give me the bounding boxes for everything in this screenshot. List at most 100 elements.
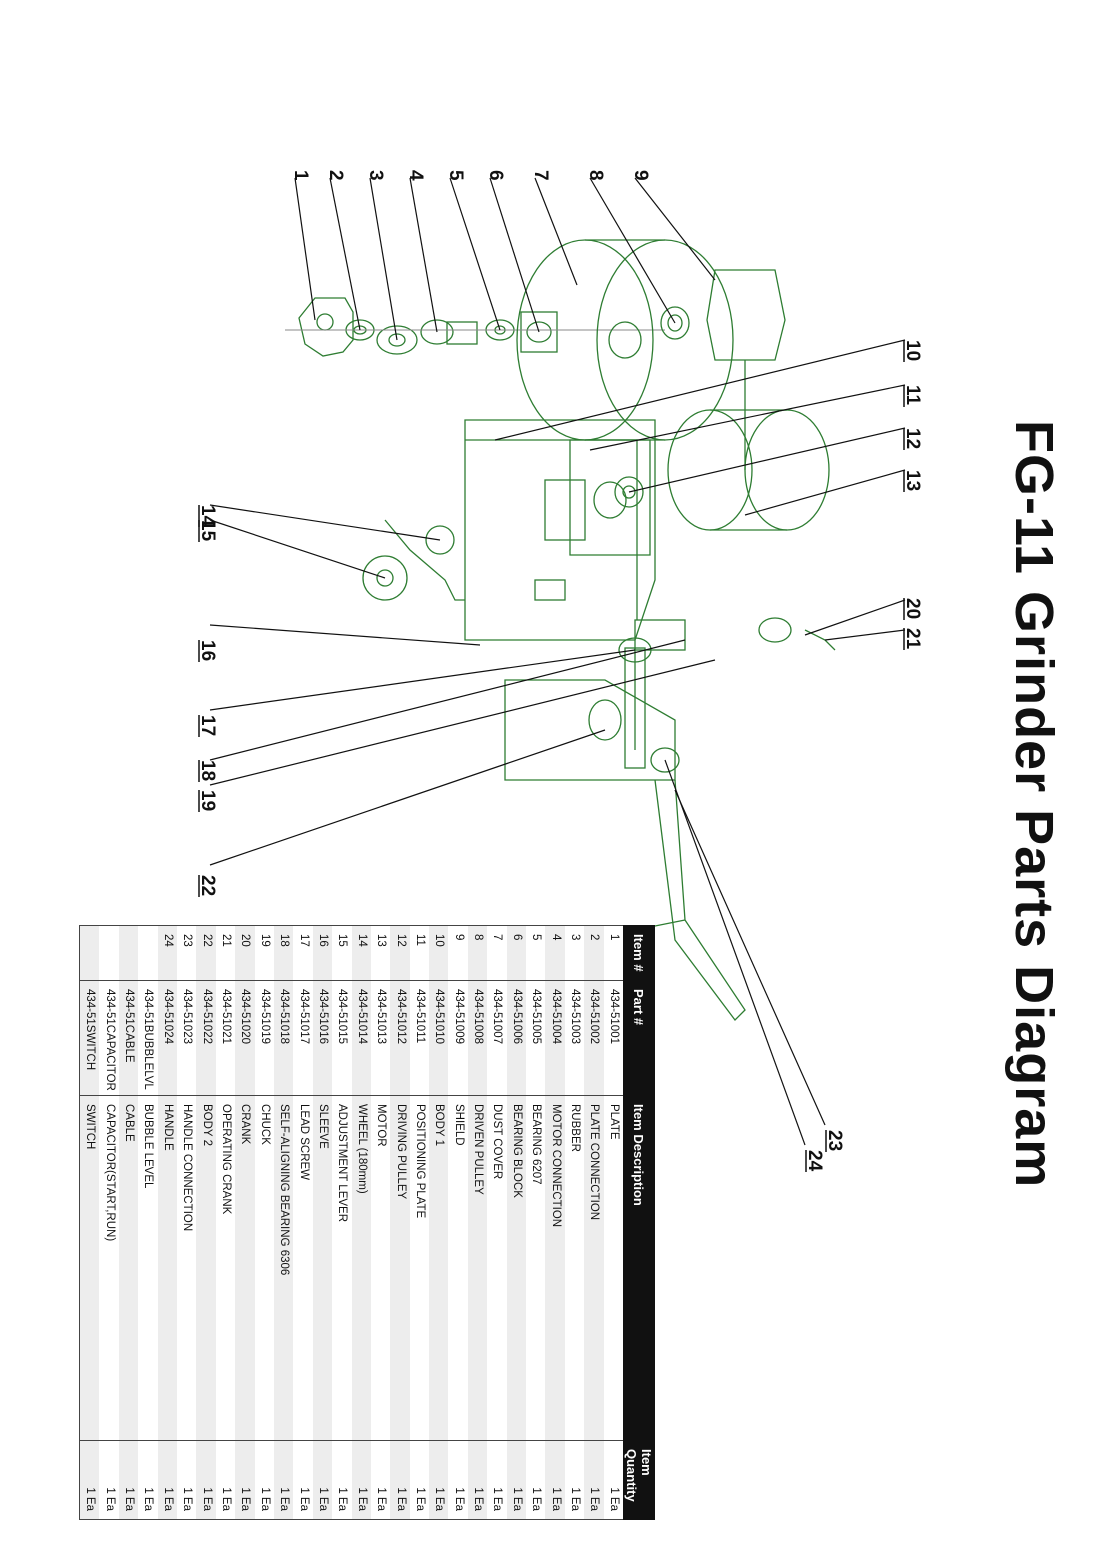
cell-item-number: [118, 925, 139, 981]
cell-part-number: 434-51021: [215, 980, 236, 1096]
cell-part-number: 434-51BUBBLELVL: [138, 980, 158, 1096]
cell-item-number: 12: [390, 925, 410, 981]
cell-item-description: BODY 1: [429, 1095, 449, 1441]
cell-part-number: 434-51001: [603, 980, 624, 1096]
cell-item-quantity: 1 Ea: [448, 1440, 468, 1520]
part-drawings: [285, 239, 836, 1021]
callout-2: 2: [325, 170, 346, 181]
cell-item-description: HANDLE: [157, 1095, 178, 1441]
cell-item-quantity: 1 Ea: [99, 1440, 119, 1520]
cell-part-number: 434-51002: [584, 980, 604, 1096]
cell-item-description: CABLE: [118, 1095, 139, 1441]
cell-item-description: HANDLE CONNECTION: [177, 1095, 197, 1441]
cell-part-number: 434-51008: [467, 980, 488, 1096]
cell-item-description: MOTOR: [370, 1095, 391, 1441]
cell-item-number: 5: [526, 925, 546, 981]
cell-item-quantity: 1 Ea: [235, 1440, 255, 1520]
cell-item-description: ADJUSTMENT LEVER: [332, 1095, 352, 1441]
callout-15: 15: [197, 520, 218, 542]
callout-6: 6: [485, 170, 506, 181]
cell-item-quantity: 1 Ea: [390, 1440, 410, 1520]
cell-item-quantity: 1 Ea: [487, 1440, 507, 1520]
cell-item-number: 22: [196, 925, 216, 981]
cell-item-quantity: 1 Ea: [138, 1440, 158, 1520]
cell-item-quantity: 1 Ea: [79, 1440, 100, 1520]
cell-item-number: [79, 925, 100, 981]
cell-item-description: PLATE CONNECTION: [584, 1095, 604, 1441]
cell-item-description: DRIVING PULLEY: [390, 1095, 410, 1441]
part-handle-connection-drawing: [650, 747, 680, 773]
part-driving-pulley-drawing: [614, 476, 644, 508]
cell-part-number: 434-51009: [448, 980, 468, 1096]
cell-item-quantity: 1 Ea: [157, 1440, 178, 1520]
cell-item-quantity: 1 Ea: [545, 1440, 565, 1520]
cell-item-number: [99, 925, 119, 981]
cell-item-description: SELF-ALIGNING BEARING 6306: [273, 1095, 294, 1441]
callout-13: 13: [902, 470, 923, 491]
part-dust-cover-drawing: [516, 239, 734, 441]
cell-item-description: POSITIONING PLATE: [409, 1095, 430, 1441]
leader-lines: [209, 177, 906, 1146]
cell-item-quantity: 1 Ea: [254, 1440, 274, 1520]
part-motor-drawing: [667, 409, 830, 531]
cell-item-quantity: 1 Ea: [215, 1440, 236, 1520]
cell-item-description: RUBBER: [564, 1095, 585, 1441]
cell-item-description: DRIVEN PULLEY: [467, 1095, 488, 1441]
cell-item-quantity: 1 Ea: [603, 1440, 624, 1520]
cell-part-number: 434-51CABLE: [118, 980, 139, 1096]
cell-item-quantity: 1 Ea: [177, 1440, 197, 1520]
callout-22: 22: [197, 875, 218, 896]
table-header-row: Item # Part # Item Description Item Quan…: [623, 925, 655, 1520]
callout-5: 5: [445, 170, 466, 181]
cell-item-number: 4: [545, 925, 565, 981]
callout-14: 14: [197, 505, 218, 527]
callout-16: 16: [197, 640, 218, 661]
callout-21: 21: [902, 628, 923, 650]
cell-item-description: BUBBLE LEVEL: [138, 1095, 158, 1441]
cell-item-quantity: 1 Ea: [409, 1440, 430, 1520]
cell-item-number: 3: [564, 925, 585, 981]
cell-part-number: 434-51015: [332, 980, 352, 1096]
cell-part-number: 434-51012: [390, 980, 410, 1096]
cell-item-quantity: 1 Ea: [584, 1440, 604, 1520]
callout-4: 4: [405, 170, 426, 181]
cell-item-description: LEAD SCREW: [293, 1095, 313, 1441]
cell-item-description: OPERATING CRANK: [215, 1095, 236, 1441]
cell-item-number: 17: [293, 925, 313, 981]
cell-item-description: SHIELD: [448, 1095, 468, 1441]
cell-item-description: MOTOR CONNECTION: [545, 1095, 565, 1441]
cell-item-number: 15: [332, 925, 352, 981]
header-item-description: Item Description: [623, 1095, 655, 1441]
part-motor-connection-drawing: [420, 319, 478, 345]
cell-item-number: 21: [215, 925, 236, 981]
callout-1: 1: [290, 170, 311, 181]
cell-item-quantity: 1 Ea: [312, 1440, 333, 1520]
cell-item-quantity: 1 Ea: [429, 1440, 449, 1520]
part-body-1-drawing: [464, 419, 656, 641]
cell-part-number: 434-51013: [370, 980, 391, 1096]
cell-item-quantity: 1 Ea: [467, 1440, 488, 1520]
part-plate-drawing: [298, 297, 354, 357]
callout-17: 17: [197, 715, 218, 736]
cell-part-number: 434-51020: [235, 980, 255, 1096]
cell-item-description: SLEEVE: [312, 1095, 333, 1441]
cell-item-number: 13: [370, 925, 391, 981]
callout-19: 19: [197, 790, 218, 811]
callout-10: 10: [902, 340, 923, 361]
cell-item-quantity: 1 Ea: [196, 1440, 216, 1520]
cell-item-number: 16: [312, 925, 333, 981]
cell-item-number: 9: [448, 925, 468, 981]
